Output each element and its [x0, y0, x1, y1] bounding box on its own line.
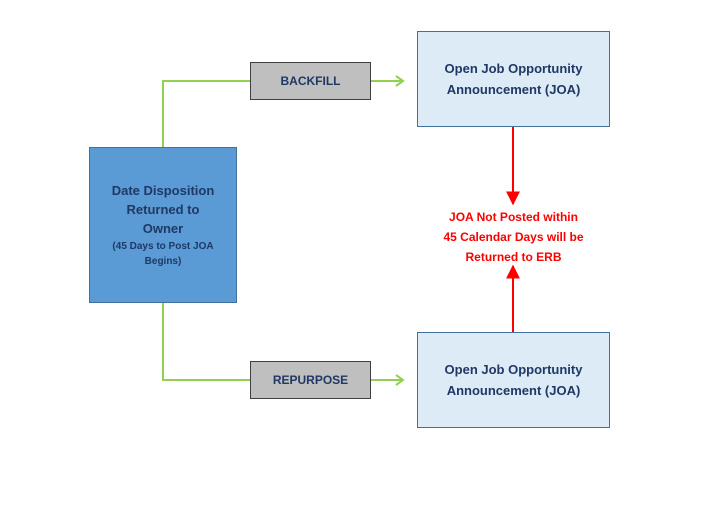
erb-return-note: JOA Not Posted within 45 Calendar Days w…: [420, 207, 607, 267]
repurpose-label: REPURPOSE: [272, 373, 349, 387]
source-title: Date Disposition Returned to Owner: [112, 181, 215, 238]
backfill-label: BACKFILL: [280, 74, 341, 88]
source-title-line: Date Disposition: [111, 183, 215, 198]
note-line: 45 Calendar Days will be: [443, 230, 584, 244]
repurpose-box: REPURPOSE: [250, 361, 371, 399]
source-subtitle-line: (45 Days to Post JOA: [112, 241, 214, 252]
source-box-date-disposition: Date Disposition Returned to Owner (45 D…: [89, 147, 237, 303]
backfill-arrowhead: [395, 75, 405, 87]
joa-line: Announcement (JOA): [446, 82, 581, 97]
joa-line: Open Job Opportunity: [444, 362, 583, 377]
source-subtitle-line: Begins): [144, 256, 182, 267]
backfill-box: BACKFILL: [250, 62, 371, 100]
source-title-line: Returned to: [126, 202, 200, 217]
joa-box-repurpose: Open Job Opportunity Announcement (JOA): [417, 332, 610, 428]
note-line: Returned to ERB: [465, 250, 562, 264]
note-line: JOA Not Posted within: [449, 210, 578, 224]
joa-box-backfill: Open Job Opportunity Announcement (JOA): [417, 31, 610, 127]
source-subtitle: (45 Days to Post JOA Begins): [112, 239, 213, 269]
repurpose-arrowhead: [395, 374, 405, 386]
connector-source-to-repurpose: [162, 303, 250, 381]
connector-source-to-backfill: [162, 80, 250, 147]
source-title-line: Owner: [142, 221, 184, 236]
joa-line: Announcement (JOA): [446, 383, 581, 398]
joa-line: Open Job Opportunity: [444, 61, 583, 76]
